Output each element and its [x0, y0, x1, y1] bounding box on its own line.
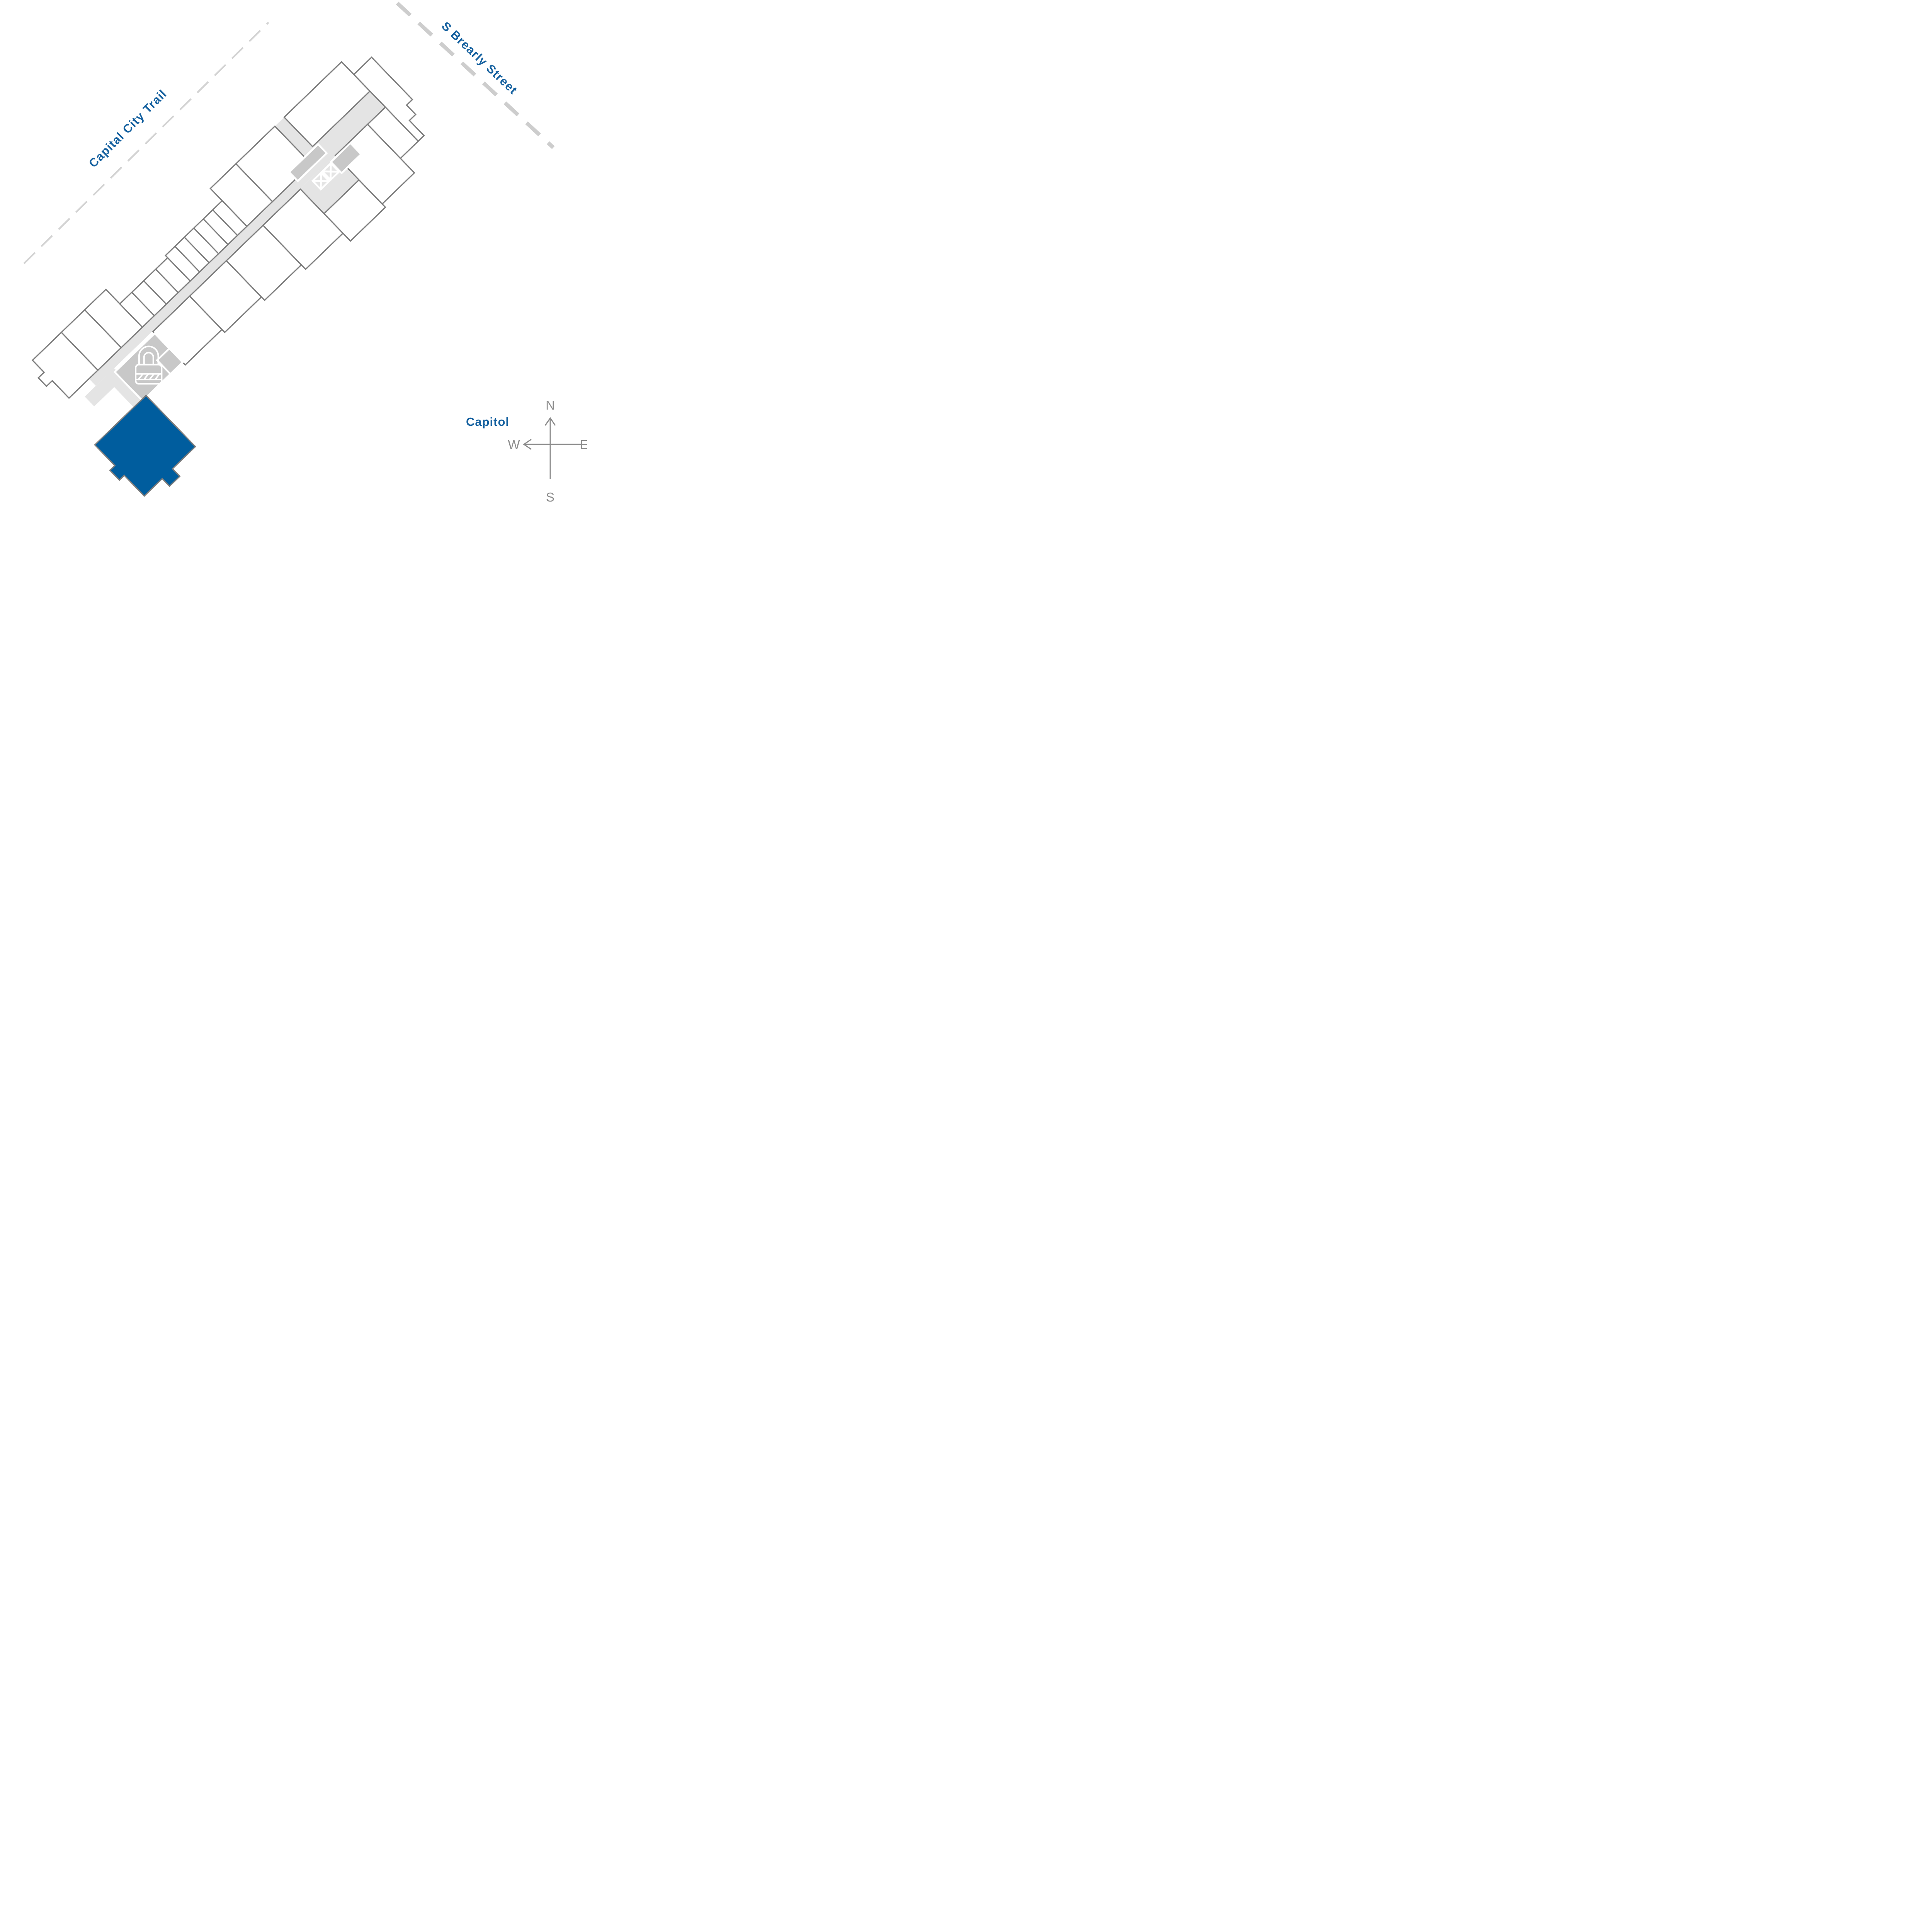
unit-ne-end: [353, 56, 425, 142]
elevator-icon[interactable]: [311, 171, 331, 191]
utility-closet: [156, 347, 184, 376]
s-brearly-street-line: [396, 2, 555, 149]
storage-stalls-group-b: [165, 200, 248, 282]
stair-room: [287, 143, 328, 182]
compass-west-label: W: [508, 437, 520, 452]
unit: [235, 125, 313, 202]
compass-east-label: E: [580, 437, 587, 452]
unit: [262, 188, 344, 270]
site-plan-page: Capital City Trail S Brearly Street Capi…: [0, 0, 587, 502]
capital-city-trail-label: Capital City Trail: [86, 87, 170, 170]
compass-icon: N S W E: [508, 398, 587, 502]
highlighted-unit[interactable]: [90, 395, 203, 502]
capital-city-trail-line: [23, 22, 269, 264]
compass-north-label: N: [546, 398, 555, 412]
compass-south-label: S: [546, 490, 554, 502]
building-floor-plan: [31, 56, 425, 502]
lock-icon: [135, 345, 163, 385]
site-plan-canvas: Capital City Trail S Brearly Street Capi…: [23, 2, 587, 502]
capitol-label: Capitol: [466, 415, 509, 429]
storage-stalls-group-a: [119, 257, 191, 328]
unit-sw-end: [31, 331, 99, 399]
elevator-icon[interactable]: [321, 162, 340, 181]
s-brearly-street-label: S Brearly Street: [439, 19, 520, 97]
